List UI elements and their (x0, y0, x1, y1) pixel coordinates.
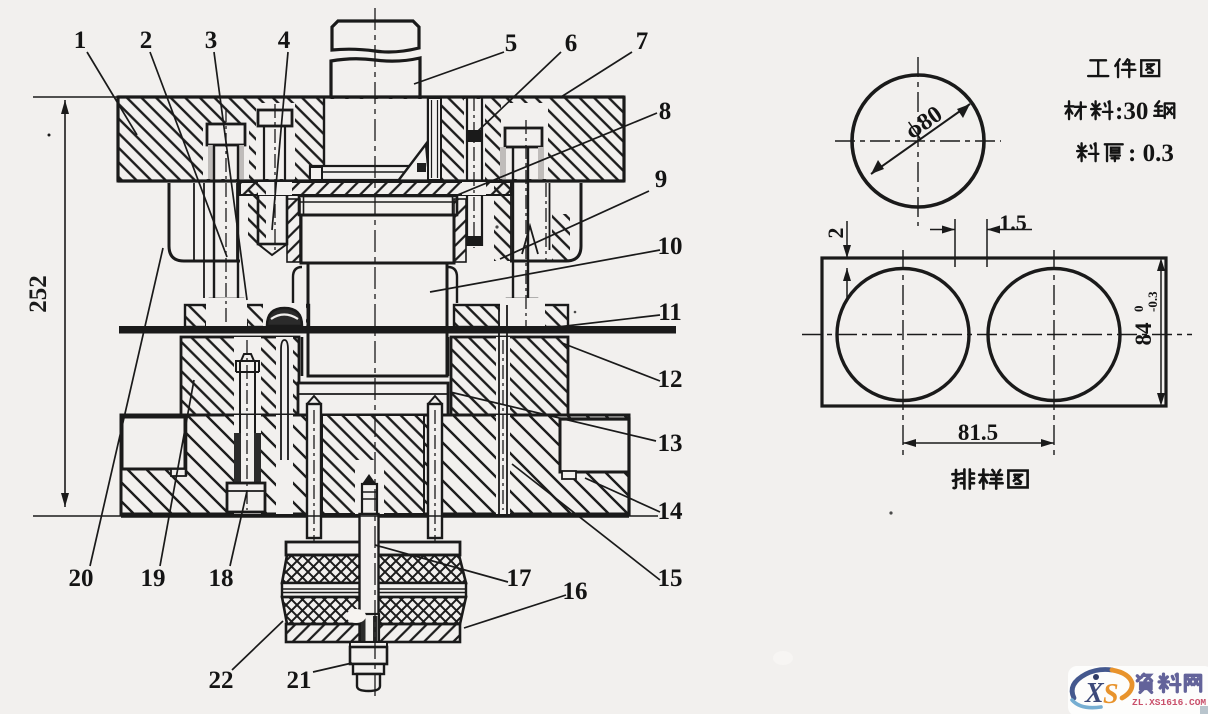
svg-text:18: 18 (209, 565, 234, 592)
svg-text:81.5: 81.5 (958, 420, 998, 445)
svg-text:2: 2 (823, 228, 848, 239)
svg-text:21: 21 (287, 667, 312, 694)
svg-text:19: 19 (141, 565, 166, 592)
svg-text:22: 22 (209, 667, 234, 694)
svg-text:: 0.3: : 0.3 (1128, 140, 1174, 167)
svg-text:S: S (1103, 679, 1119, 710)
svg-text:11: 11 (658, 299, 682, 326)
svg-text:0: 0 (1131, 306, 1146, 313)
svg-text:-0.3: -0.3 (1145, 291, 1160, 312)
svg-text:5: 5 (505, 30, 518, 57)
svg-text:9: 9 (655, 166, 668, 193)
svg-text:84: 84 (1131, 322, 1156, 346)
svg-text:252: 252 (25, 275, 52, 313)
svg-text:7: 7 (636, 28, 649, 55)
svg-text:10: 10 (658, 233, 683, 260)
svg-text:17: 17 (507, 565, 532, 592)
svg-text:6: 6 (565, 30, 578, 57)
svg-text:1: 1 (74, 27, 87, 54)
svg-text:12: 12 (658, 366, 683, 393)
svg-text:16: 16 (563, 578, 588, 605)
svg-text::30: :30 (1115, 98, 1148, 125)
svg-text:13: 13 (658, 430, 683, 457)
svg-text:15: 15 (658, 565, 683, 592)
svg-text:4: 4 (278, 27, 291, 54)
svg-text:ZL.XS1616.COM: ZL.XS1616.COM (1132, 697, 1206, 708)
svg-text:3: 3 (205, 27, 218, 54)
svg-text:14: 14 (658, 498, 684, 525)
svg-text:1.5: 1.5 (999, 210, 1027, 235)
svg-text:8: 8 (659, 98, 672, 125)
svg-text:2: 2 (140, 27, 153, 54)
svg-text:X: X (1084, 678, 1105, 709)
svg-text:20: 20 (69, 565, 94, 592)
